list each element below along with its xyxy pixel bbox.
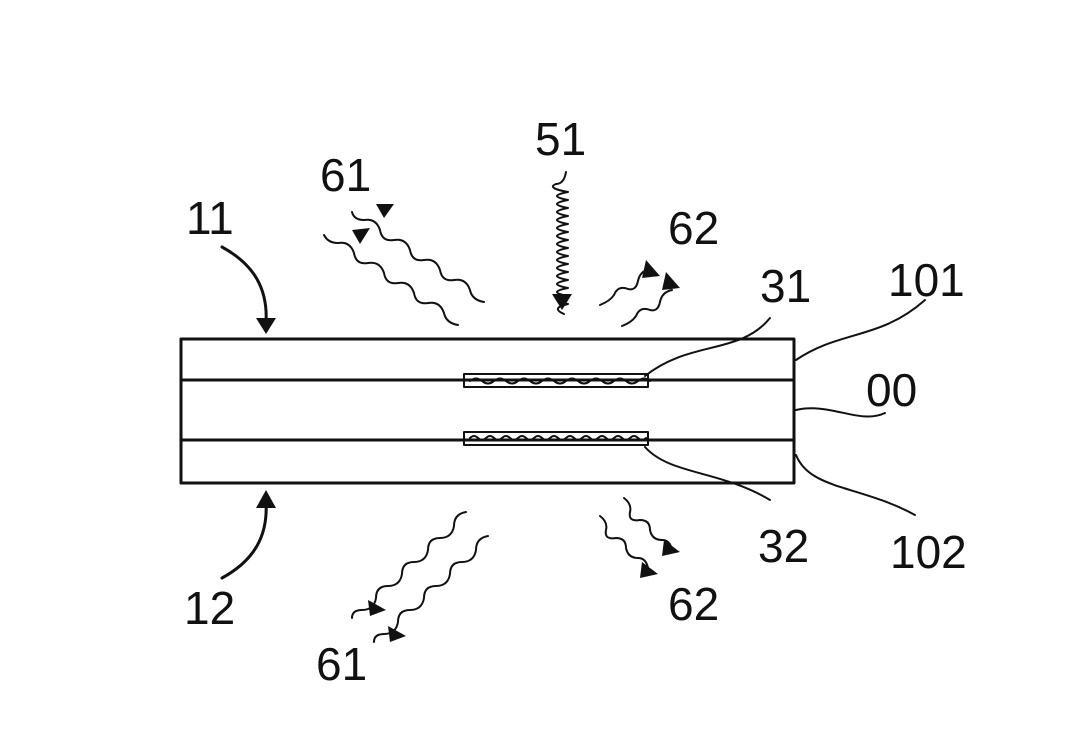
emitted-wave-61-bottom-a (352, 512, 466, 618)
incoming-wave-51 (552, 172, 572, 314)
label-102: 102 (890, 526, 967, 578)
label-31: 31 (760, 260, 811, 312)
leader-31 (645, 318, 770, 376)
label-62-top: 62 (668, 202, 719, 254)
emitted-wave-62-top-b (622, 272, 680, 326)
label-32: 32 (758, 520, 809, 572)
label-101: 101 (888, 254, 965, 306)
leader-101 (796, 300, 925, 360)
arrow-11 (222, 247, 276, 334)
label-11: 11 (186, 192, 234, 244)
structure-outline (181, 339, 794, 483)
emitted-wave-62-bottom-b (624, 498, 680, 556)
label-62-bottom: 62 (668, 578, 719, 630)
label-51: 51 (535, 113, 586, 165)
emitted-wave-62-top-a (600, 260, 660, 305)
leader-32 (645, 447, 770, 500)
label-12: 12 (184, 582, 235, 634)
emitted-wave-61-bottom-b (374, 536, 488, 642)
label-61-bottom: 61 (316, 638, 367, 690)
label-61-top: 61 (320, 149, 371, 201)
arrow-12 (222, 490, 276, 578)
leader-102 (796, 455, 915, 515)
emitted-wave-61-top-b (352, 204, 484, 302)
label-00: 00 (866, 364, 917, 416)
emitted-wave-61-top-a (324, 228, 458, 325)
